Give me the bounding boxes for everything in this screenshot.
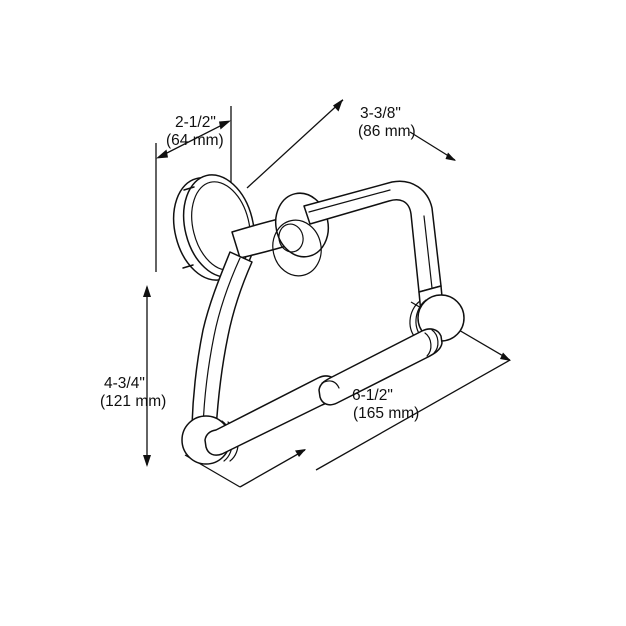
left-arm [191,251,253,431]
dimension-labels-group: 2-1/2" (64 mm) 3-3/8" (86 mm) 4-3/4" (12… [100,105,419,422]
arrow-length-right [500,352,511,361]
top-width-dimension-metric: (86 mm) [358,123,416,140]
top-width-dimension-imperial: 3-3/8" [360,105,401,122]
product-geometry-group [172,174,465,465]
dim-line-length-e [315,359,511,471]
depth-dimension-metric: (64 mm) [166,132,224,149]
tissue-roller [204,328,443,456]
height-dimension-imperial: 4-3/4" [104,375,145,392]
arrow-width-top-left [333,99,343,112]
arrow-length-left [295,449,306,457]
arrow-depth-right [219,120,231,130]
height-dimension-metric: (121 mm) [100,393,166,410]
arrow-width-top-right [445,152,456,161]
depth-dimension-imperial: 2-1/2" [175,114,216,131]
dim-line-width-top-a [246,99,344,189]
length-dimension-imperial: 6-1/2" [352,387,393,404]
dimension-lines-group [143,99,511,488]
arrow-height-top [143,285,151,297]
length-dimension-metric: (165 mm) [353,405,419,422]
arrow-height-bottom [143,455,151,467]
arrow-depth-left [156,149,168,159]
dim-line-depth [158,121,229,158]
dim-line-length-b [239,449,306,488]
